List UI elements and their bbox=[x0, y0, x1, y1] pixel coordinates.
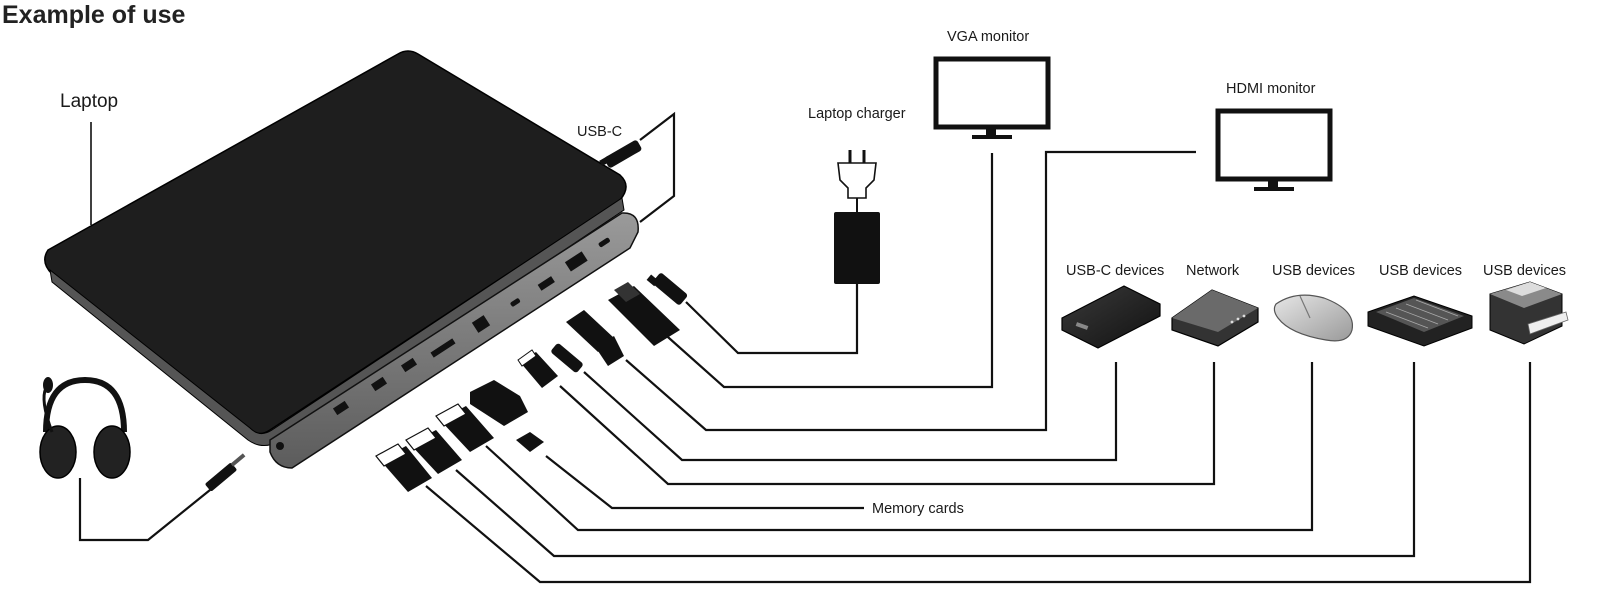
power-adapter-icon bbox=[834, 150, 880, 284]
network-cable bbox=[559, 362, 1216, 486]
usb-c-device-cable bbox=[583, 362, 1118, 462]
mouse-icon bbox=[1273, 294, 1354, 342]
audio-cable bbox=[78, 478, 211, 542]
usb-c-upstream-cable bbox=[639, 111, 676, 223]
printer-icon bbox=[1489, 281, 1569, 345]
router-icon bbox=[1171, 289, 1259, 347]
ethernet-port bbox=[471, 315, 491, 333]
usb-devices-label-printer: USB devices bbox=[1483, 263, 1566, 279]
usb-c-port bbox=[510, 298, 521, 307]
headset-icon bbox=[39, 376, 131, 479]
usb-port bbox=[332, 400, 350, 416]
audio-port bbox=[276, 442, 284, 450]
charger-cable bbox=[685, 284, 859, 355]
ethernet-plug-icon bbox=[517, 349, 558, 388]
usb-printer-cable bbox=[425, 362, 1532, 584]
usb-plug-icon bbox=[405, 427, 462, 474]
vga-monitor-label: VGA monitor bbox=[947, 29, 1029, 45]
usb-c-plug-icon bbox=[599, 140, 642, 168]
hdmi-port bbox=[537, 276, 555, 291]
vga-plug-icon bbox=[608, 282, 680, 346]
usb-port bbox=[370, 376, 388, 392]
usb-c-label: USB-C bbox=[577, 124, 622, 140]
laptop-charger-label: Laptop charger bbox=[808, 106, 906, 122]
usb-plug-icon bbox=[375, 443, 432, 492]
monitor-icon bbox=[1215, 108, 1333, 191]
micro-sd-card-icon bbox=[516, 432, 544, 452]
usb-port bbox=[400, 357, 418, 373]
usb-c-plug-icon bbox=[646, 273, 688, 305]
vga-cable bbox=[659, 153, 994, 389]
memory-card-leader bbox=[545, 455, 864, 510]
monitor-icon bbox=[933, 56, 1051, 139]
usb-devices-label-keyboard: USB devices bbox=[1379, 263, 1462, 279]
usb-plug-icon bbox=[435, 403, 494, 452]
network-label: Network bbox=[1186, 263, 1240, 279]
usb-keyboard-cable bbox=[455, 362, 1416, 558]
usb-c-devices-label: USB-C devices bbox=[1066, 263, 1164, 279]
laptop-label: Laptop bbox=[60, 91, 118, 112]
page-title: Example of use bbox=[2, 1, 185, 29]
usb-mouse-cable bbox=[485, 362, 1314, 532]
usb-c-port bbox=[598, 237, 610, 248]
sd-card-icon bbox=[470, 380, 528, 426]
usb-devices-label-mouse: USB devices bbox=[1272, 263, 1355, 279]
docking-station-icon bbox=[269, 212, 639, 469]
external-drive-icon bbox=[1061, 285, 1161, 349]
hdmi-monitor-label: HDMI monitor bbox=[1226, 81, 1316, 97]
hdmi-cable bbox=[625, 150, 1196, 432]
sd-slot bbox=[430, 338, 456, 358]
audio-jack-icon bbox=[205, 453, 246, 491]
laptop-icon bbox=[44, 50, 627, 446]
vga-port bbox=[564, 251, 588, 272]
hdmi-plug-icon bbox=[566, 310, 624, 366]
memory-cards-label: Memory cards bbox=[872, 501, 964, 517]
keyboard-icon bbox=[1367, 295, 1473, 347]
usb-c-plug-icon bbox=[551, 343, 583, 373]
